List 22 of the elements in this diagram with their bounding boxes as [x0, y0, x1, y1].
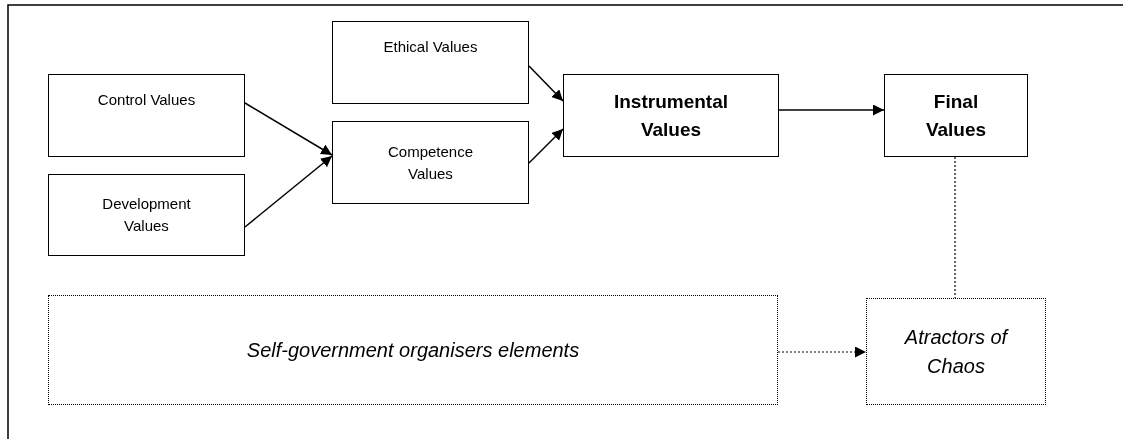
box-label: Development Values — [101, 194, 192, 236]
arrow — [244, 155, 333, 228]
arrow — [778, 104, 885, 116]
box-label: Competence Values — [386, 141, 475, 184]
dotted-box — [48, 295, 778, 405]
dotted-box — [866, 298, 1046, 405]
value-box — [332, 21, 529, 104]
box-label: Final Values — [924, 89, 988, 142]
value-box — [48, 174, 245, 256]
box-label: Atractors of Chaos — [903, 324, 1010, 379]
value-box — [332, 121, 529, 204]
arrow — [528, 65, 564, 102]
arrow — [777, 346, 867, 358]
arrow — [528, 128, 564, 164]
arrow — [244, 102, 333, 156]
value-box — [884, 74, 1028, 157]
box-label: Control Values — [96, 90, 197, 110]
box-label: Instrumental Values — [613, 89, 729, 142]
box-label: Ethical Values — [382, 37, 479, 57]
value-box — [563, 74, 779, 157]
box-label: Self-government organisers elements — [245, 337, 581, 363]
value-box — [48, 74, 245, 157]
